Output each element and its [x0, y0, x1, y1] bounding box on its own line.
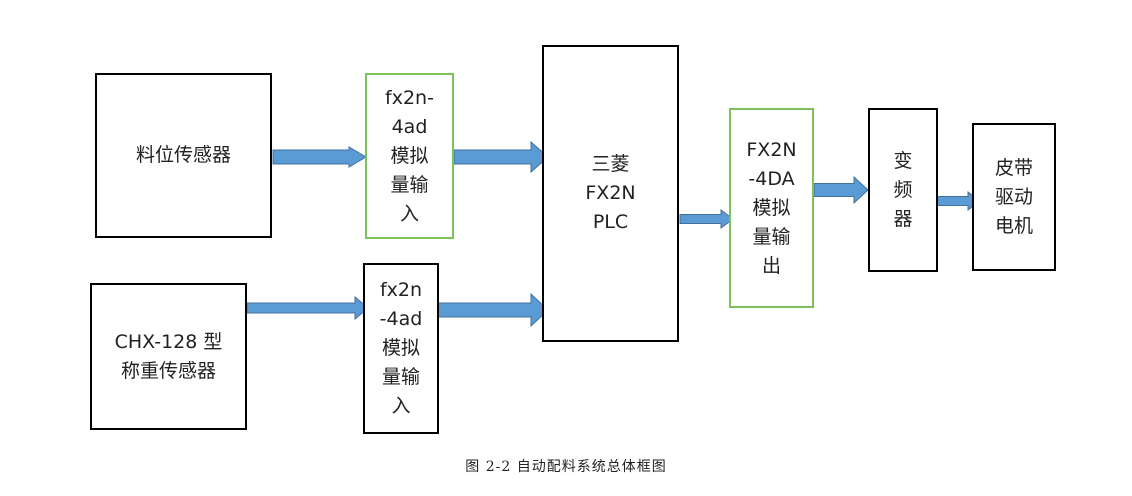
inverter-block: 变 频 器 [868, 108, 938, 272]
inverter-line3: 器 [893, 207, 913, 230]
ad-bottom-line3: 模拟 [381, 337, 420, 359]
ad-top-line4: 量输 [390, 173, 429, 196]
arrow-ad-top-to-plc [453, 140, 549, 174]
ad-module-top-block: fx2n- 4ad 模拟 量输 入 [365, 73, 454, 239]
level-sensor-block: 料位传感器 [95, 73, 272, 238]
motor-line1: 皮带 [994, 156, 1033, 179]
plc-line1: 三菱 [591, 153, 630, 175]
arrow-level-sensor-to-ad [272, 146, 367, 168]
motor-line2: 驱动 [994, 185, 1033, 208]
plc-line2: FX2N [585, 182, 636, 204]
ad-top-line3: 模拟 [390, 144, 429, 167]
da-line1: FX2N [746, 138, 797, 161]
da-line5: 出 [761, 254, 781, 277]
ad-top-line5: 入 [399, 202, 419, 225]
arrow-weigh-sensor-to-ad [246, 295, 369, 321]
ad-bottom-line1: fx2n [379, 279, 423, 301]
ad-bottom-line2: -4ad [379, 308, 423, 330]
plc-block: 三菱 FX2N PLC [542, 45, 679, 342]
motor-line3: 电机 [994, 214, 1033, 237]
level-sensor-label: 料位传感器 [135, 144, 231, 166]
inverter-line2: 频 [893, 178, 913, 201]
weigh-sensor-label-line2: 称重传感器 [120, 359, 216, 382]
arrow-da-to-inverter [813, 175, 869, 205]
ad-module-bottom-block: fx2n -4ad 模拟 量输 入 [363, 263, 439, 434]
arrow-plc-to-da [679, 209, 734, 229]
ad-bottom-line5: 入 [391, 395, 411, 417]
figure-caption: 图 2-2 自动配料系统总体框图 [465, 459, 667, 475]
da-line3: 模拟 [752, 196, 791, 219]
weigh-sensor-label-line1: CHX-128 型 [114, 330, 223, 353]
ad-top-line2: 4ad [391, 115, 428, 138]
da-line2: -4DA [748, 167, 795, 190]
plc-line3: PLC [592, 211, 629, 233]
ad-bottom-line4: 量输 [381, 366, 420, 388]
arrow-ad-bottom-to-plc [432, 292, 549, 328]
ad-top-line1: fx2n- [385, 86, 434, 109]
da-module-block: FX2N -4DA 模拟 量输 出 [729, 108, 814, 308]
weigh-sensor-block: CHX-128 型 称重传感器 [90, 283, 247, 430]
inverter-line1: 变 [893, 149, 913, 172]
motor-block: 皮带 驱动 电机 [972, 123, 1056, 271]
da-line4: 量输 [752, 225, 791, 248]
